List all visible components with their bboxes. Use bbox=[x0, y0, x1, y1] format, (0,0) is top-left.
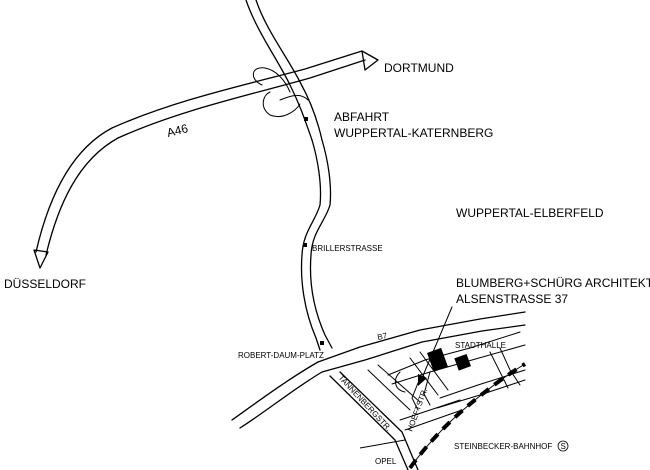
label-dortmund: DORTMUND bbox=[384, 61, 454, 75]
road-b7 bbox=[317, 311, 526, 373]
road-hoeftstr bbox=[399, 399, 463, 431]
office-building bbox=[454, 353, 471, 371]
label-stadthalle: STADTHALLE bbox=[455, 341, 506, 350]
road-marker-icon bbox=[303, 243, 307, 247]
label-robert-daum-platz: ROBERT-DAUM-PLATZ bbox=[238, 351, 324, 360]
label-b7: B7 bbox=[377, 331, 389, 342]
s-bahn-station-icon: S bbox=[557, 440, 569, 452]
road-marker-icon bbox=[320, 341, 324, 345]
road-north-south bbox=[245, 0, 323, 141]
railway-line bbox=[359, 362, 527, 470]
highway-a46 bbox=[35, 50, 366, 256]
road-robert-daum-platz bbox=[231, 361, 323, 429]
dortmund-arrow-icon bbox=[361, 50, 379, 71]
label-wuppertal-elberfeld: WUPPERTAL-ELBERFELD bbox=[456, 206, 604, 220]
road-marker-icon bbox=[304, 117, 308, 121]
label-tannenbergstr: TANNENBERGSTR. bbox=[337, 373, 394, 433]
label-opel: OPEL bbox=[375, 457, 397, 466]
road-tannenbergstr bbox=[329, 371, 419, 470]
label-brillerstrasse: BRILLERSTRASSE bbox=[312, 244, 383, 253]
road-brillerstrasse bbox=[300, 139, 333, 351]
label-a46: A46 bbox=[165, 121, 189, 140]
label-abfahrt: ABFAHRT bbox=[334, 110, 390, 124]
office-pointer-arrow bbox=[418, 306, 453, 386]
label-office-name: BLUMBERG+SCHÜRG ARCHITEKTEN bbox=[456, 276, 650, 290]
label-steinbecker-bahnhof: STEINBECKER-BAHNHOF bbox=[454, 442, 552, 451]
label-wuppertal-katernberg: WUPPERTAL-KATERNBERG bbox=[334, 126, 493, 140]
duesseldorf-arrow-icon bbox=[33, 249, 49, 269]
stadthalle-building bbox=[427, 347, 448, 372]
s-bahn-symbol-text: S bbox=[561, 442, 566, 451]
label-office-address: ALSENSTRASSE 37 bbox=[456, 292, 568, 306]
label-duesseldorf: DÜSSELDORF bbox=[4, 277, 86, 291]
